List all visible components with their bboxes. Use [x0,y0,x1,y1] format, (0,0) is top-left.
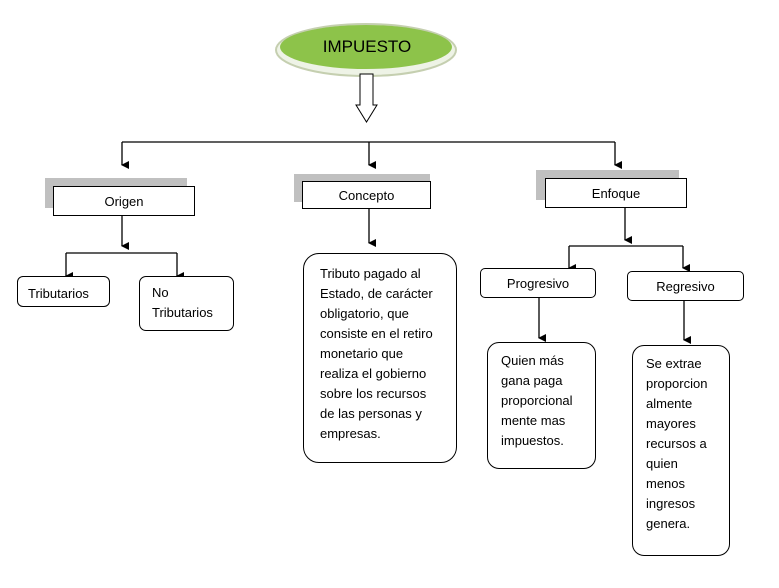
concepto-box: Concepto [302,181,431,209]
progresivo-box: Progresivo [480,268,596,298]
concepto-description: Tributo pagado al Estado, de carácter ob… [320,266,433,441]
regresivo-box: Regresivo [627,271,744,301]
origen-box: Origen [53,186,195,216]
no-tributarios-box: No Tributarios [139,276,234,331]
tributarios-box: Tributarios [17,276,110,307]
tributarios-label: Tributarios [28,286,89,301]
enfoque-box: Enfoque [545,178,687,208]
regresivo-description-box: Se extrae proporcion almente mayores rec… [632,345,730,556]
concepto-description-box: Tributo pagado al Estado, de carácter ob… [303,253,457,463]
progresivo-description: Quien más gana paga proporcional mente m… [501,353,573,448]
root-ellipse [280,25,452,69]
root-block-arrow [355,73,378,123]
no-tributarios-label: No Tributarios [152,285,213,320]
root-title: IMPUESTO [322,37,412,56]
progresivo-description-box: Quien más gana paga proporcional mente m… [487,342,596,469]
regresivo-description: Se extrae proporcion almente mayores rec… [646,356,708,531]
